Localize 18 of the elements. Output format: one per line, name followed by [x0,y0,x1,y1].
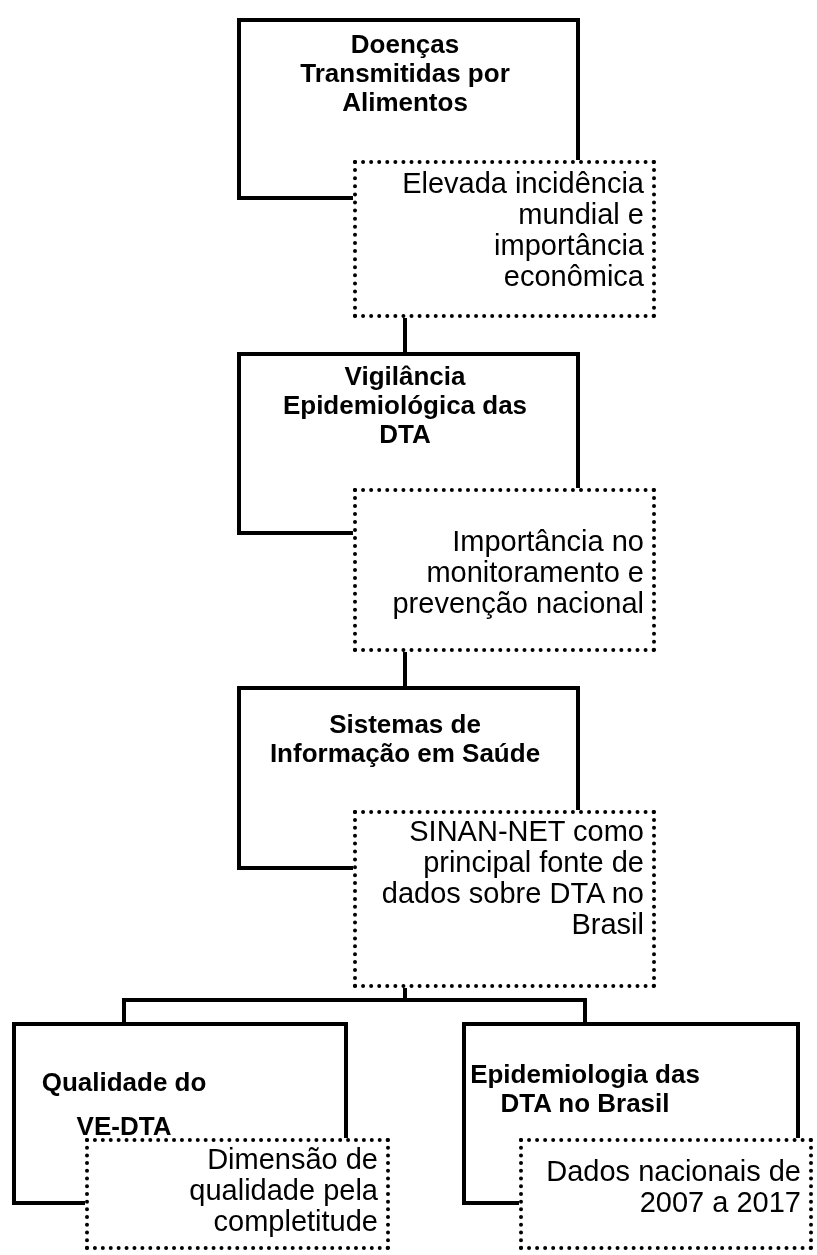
connector-line [403,318,407,352]
box-title: Doenças Transmitidas por Alimentos [299,30,511,117]
connector-line [403,652,407,686]
note-text: Dimensão de qualidade pela completitude [188,1144,378,1237]
note-box [353,160,656,318]
note-box [353,810,656,988]
note-box [519,1138,813,1250]
note-box [353,488,656,652]
connector-line [403,988,587,1022]
note-text: Elevada incidência mundial e importância econômica [401,168,644,292]
box-title: Epidemiologia das DTA no Brasil [469,1060,701,1118]
note-text: Dados nacionais de 2007 a 2017 [545,1156,801,1218]
note-box [85,1138,390,1250]
box-title: Vigilância Epidemiológica das DTA [281,362,529,449]
note-text: SINAN-NET como principal fonte de dados sobre DTA no Brasil [380,816,644,940]
note-text: Importância no monitoramento e prevenção nacional [391,526,644,619]
box-title: Qualidade do VE-DTA [40,1066,208,1143]
box-title: Sistemas de Informação em Saúde [268,710,542,768]
